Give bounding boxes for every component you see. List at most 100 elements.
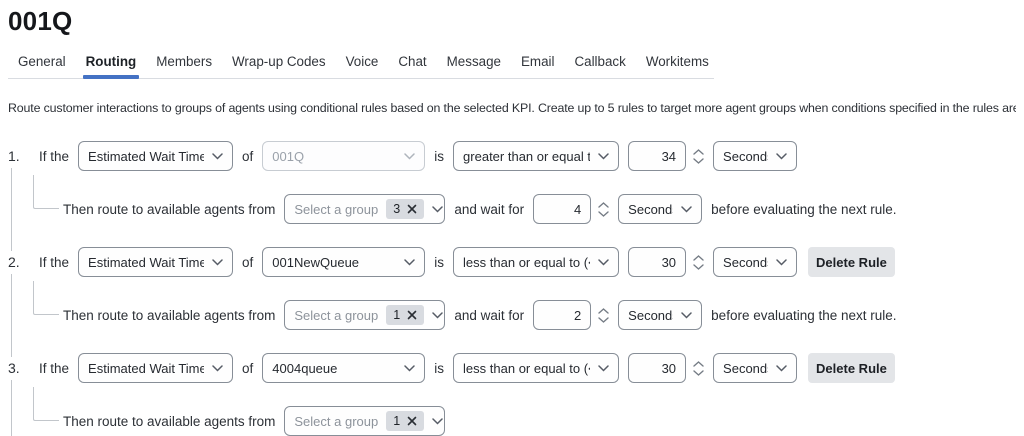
queue-select[interactable]: 001NewQueue	[262, 247, 426, 277]
before-next-rule-label: before evaluating the next rule.	[711, 201, 897, 217]
rule-2-action-row: Then route to available agents from Sele…	[8, 281, 1016, 330]
chevron-down-icon[interactable]	[693, 369, 704, 376]
chevron-down-icon	[776, 258, 787, 266]
then-route-label: Then route to available agents from	[63, 413, 276, 429]
threshold-stepper[interactable]	[693, 254, 704, 270]
chevron-down-icon	[432, 205, 443, 213]
chevron-down-icon	[776, 364, 787, 372]
queue-select[interactable]: 4004queue	[262, 353, 426, 383]
threshold-input[interactable]	[628, 141, 687, 171]
chevron-down-icon	[404, 364, 416, 372]
threshold-unit-select[interactable]: Seconds	[713, 353, 798, 383]
chevron-down-icon[interactable]	[693, 157, 704, 164]
operator-select[interactable]: greater than or equal to (>=)	[453, 141, 620, 171]
threshold-unit-select[interactable]: Seconds	[713, 141, 798, 171]
x-icon[interactable]	[407, 204, 417, 214]
chevron-down-icon	[212, 364, 223, 372]
group-multiselect[interactable]: Select a group 1	[284, 406, 446, 436]
tab-general[interactable]: General	[18, 54, 66, 69]
chevron-down-icon	[404, 152, 416, 160]
tab-workitems[interactable]: Workitems	[645, 54, 709, 69]
kpi-select[interactable]: Estimated Wait Time (EWT)	[78, 353, 234, 383]
delete-rule-button[interactable]: Delete Rule	[808, 353, 895, 383]
then-connector-line	[33, 175, 59, 209]
x-icon[interactable]	[407, 310, 417, 320]
chevron-down-icon	[212, 152, 223, 160]
wait-time-stepper[interactable]	[598, 307, 609, 323]
of-label: of	[242, 148, 254, 164]
operator-select[interactable]: less than or equal to (<=)	[453, 353, 620, 383]
rule-3: 3. If the Estimated Wait Time (EWT) of 4…	[8, 330, 1016, 436]
threshold-input[interactable]	[628, 353, 687, 383]
tab-wrapup-codes[interactable]: Wrap-up Codes	[232, 54, 326, 69]
chevron-up-icon[interactable]	[598, 201, 609, 208]
chevron-down-icon	[432, 311, 443, 319]
is-label: is	[434, 148, 445, 164]
selected-groups-badge: 1	[386, 411, 425, 431]
group-multiselect[interactable]: Select a group 3	[284, 194, 446, 224]
then-route-label: Then route to available agents from	[63, 307, 276, 323]
chevron-down-icon[interactable]	[693, 263, 704, 270]
chevron-down-icon	[404, 258, 416, 266]
delete-rule-button[interactable]: Delete Rule	[808, 247, 895, 277]
of-label: of	[242, 254, 254, 270]
if-the-label: If the	[39, 148, 70, 164]
tab-callback[interactable]: Callback	[574, 54, 626, 69]
routing-rules-list: 1. If the Estimated Wait Time (EWT) of 0…	[8, 115, 1016, 436]
then-connector-line	[33, 281, 59, 315]
chevron-up-icon[interactable]	[693, 254, 704, 261]
rule-number: 1.	[8, 148, 20, 164]
group-placeholder: Select a group	[294, 307, 379, 323]
tab-routing[interactable]: Routing	[76, 49, 147, 79]
chevron-down-icon	[212, 258, 223, 266]
operator-select[interactable]: less than or equal to (<=)	[453, 247, 620, 277]
chevron-down-icon	[681, 311, 692, 319]
is-label: is	[434, 254, 445, 270]
selected-groups-badge: 3	[386, 199, 425, 219]
of-label: of	[242, 360, 254, 376]
rule-2: 2. If the Estimated Wait Time (EWT) of 0…	[8, 224, 1016, 357]
rule-3-condition-row: 3. If the Estimated Wait Time (EWT) of 4…	[8, 353, 1016, 383]
wait-unit-select[interactable]: Seconds	[618, 300, 703, 330]
chevron-down-icon[interactable]	[598, 210, 609, 217]
tab-voice[interactable]: Voice	[345, 54, 379, 69]
wait-time-stepper[interactable]	[598, 201, 609, 217]
threshold-unit-select[interactable]: Seconds	[713, 247, 798, 277]
threshold-stepper[interactable]	[693, 148, 704, 164]
selected-groups-badge: 1	[386, 305, 425, 325]
is-label: is	[434, 360, 445, 376]
rule-1: 1. If the Estimated Wait Time (EWT) of 0…	[8, 115, 1016, 251]
chevron-up-icon[interactable]	[693, 148, 704, 155]
tab-chat[interactable]: Chat	[398, 54, 427, 69]
rule-number: 3.	[8, 360, 20, 376]
threshold-stepper[interactable]	[693, 360, 704, 376]
threshold-input[interactable]	[628, 247, 687, 277]
kpi-select[interactable]: Estimated Wait Time (EWT)	[78, 141, 234, 171]
chevron-down-icon	[598, 152, 609, 160]
tab-members[interactable]: Members	[156, 54, 213, 69]
rule-2-condition-row: 2. If the Estimated Wait Time (EWT) of 0…	[8, 247, 1016, 277]
chevron-down-icon	[432, 417, 443, 425]
wait-unit-select[interactable]: Seconds	[618, 194, 703, 224]
queue-select: 001Q	[262, 141, 426, 171]
chevron-down-icon[interactable]	[598, 316, 609, 323]
wait-time-input[interactable]	[533, 300, 592, 330]
then-connector-line	[33, 387, 59, 421]
chevron-up-icon[interactable]	[693, 360, 704, 367]
tab-bar: General Routing Members Wrap-up Codes Vo…	[8, 49, 714, 79]
x-icon[interactable]	[407, 416, 417, 426]
then-route-label: Then route to available agents from	[63, 201, 276, 217]
tab-message[interactable]: Message	[446, 54, 501, 69]
chevron-up-icon[interactable]	[598, 307, 609, 314]
wait-time-input[interactable]	[533, 194, 592, 224]
chevron-down-icon	[598, 364, 609, 372]
group-multiselect[interactable]: Select a group 1	[284, 300, 446, 330]
rule-1-condition-row: 1. If the Estimated Wait Time (EWT) of 0…	[8, 141, 1016, 171]
and-wait-for-label: and wait for	[454, 201, 525, 217]
before-next-rule-label: before evaluating the next rule.	[711, 307, 897, 323]
rule-number: 2.	[8, 254, 20, 270]
and-wait-for-label: and wait for	[454, 307, 525, 323]
kpi-select[interactable]: Estimated Wait Time (EWT)	[78, 247, 234, 277]
tab-email[interactable]: Email	[520, 54, 555, 69]
group-placeholder: Select a group	[294, 413, 379, 429]
